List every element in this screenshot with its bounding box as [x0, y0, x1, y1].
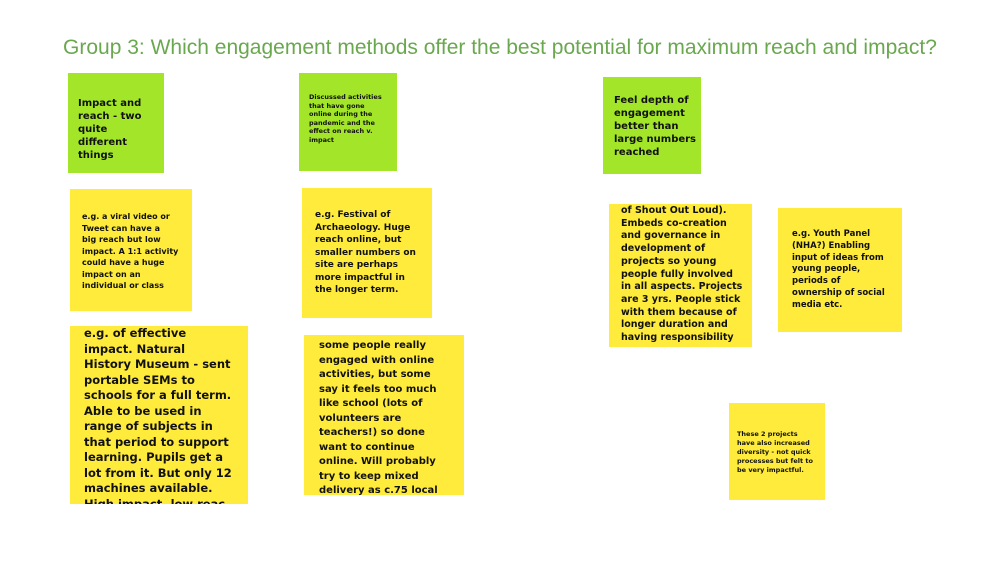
sticky-note-discussed-activities[interactable]: Discussed activities that have gone onli…: [299, 73, 397, 171]
note-text: some people really engaged with online a…: [319, 340, 438, 495]
sticky-note-depth-engagement[interactable]: Feel depth of engagement better than lar…: [603, 77, 701, 174]
note-text: of Shout Out Loud). Embeds co-creation a…: [621, 205, 743, 344]
note-text: Feel depth of engagement better than lar…: [614, 95, 697, 158]
note-text: Discussed activities that have gone onli…: [309, 93, 382, 144]
note-text: e.g. of effective impact. Natural Histor…: [84, 326, 232, 504]
sticky-note-shout-out-loud[interactable]: of Shout Out Loud). Embeds co-creation a…: [609, 204, 752, 347]
note-text: e.g. Youth Panel (NHA?) Enabling input o…: [792, 229, 885, 310]
note-text: e.g. Festival of Archaeology. Huge reach…: [315, 210, 416, 295]
sticky-note-youth-panel[interactable]: e.g. Youth Panel (NHA?) Enabling input o…: [778, 208, 902, 332]
sticky-note-online-mixed-delivery[interactable]: some people really engaged with online a…: [304, 335, 464, 495]
sticky-note-two-projects[interactable]: These 2 projects have also increased div…: [729, 403, 825, 500]
sticky-note-natural-history-museum[interactable]: e.g. of effective impact. Natural Histor…: [70, 326, 248, 504]
slide-title: Group 3: Which engagement methods offer …: [63, 36, 937, 59]
sticky-note-festival-archaeology[interactable]: e.g. Festival of Archaeology. Huge reach…: [302, 188, 432, 318]
sticky-note-viral-video[interactable]: e.g. a viral video or Tweet can have a b…: [70, 189, 192, 311]
note-text: These 2 projects have also increased div…: [737, 430, 813, 474]
note-text: e.g. a viral video or Tweet can have a b…: [82, 212, 179, 290]
sticky-note-impact-reach[interactable]: Impact and reach - two quite different t…: [68, 73, 164, 173]
note-text: Impact and reach - two quite different t…: [78, 98, 142, 161]
